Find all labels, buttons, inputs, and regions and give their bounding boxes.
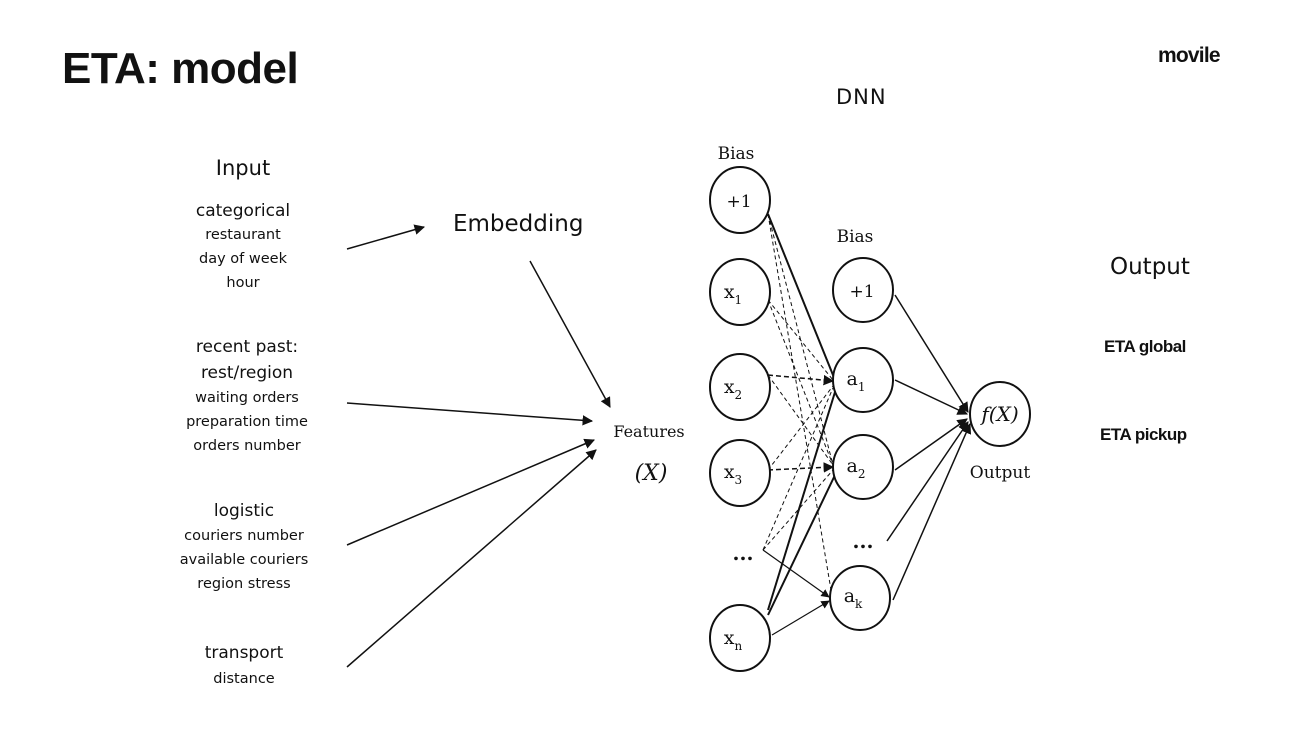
arrow-embedding-to-features: [529, 260, 611, 408]
input-arrows: [346, 224, 611, 668]
node-bias-input: [709, 166, 771, 234]
input-item: orders number: [193, 438, 301, 454]
features-label: Features: [613, 422, 684, 441]
connection: [767, 299, 834, 466]
connection: [767, 474, 836, 616]
connection: [767, 374, 835, 386]
input-item: region stress: [197, 576, 291, 592]
input-group-categorical: categorical restaurant day of week hour: [196, 199, 290, 295]
connection: [767, 213, 832, 591]
node-x3-label: x3: [724, 461, 742, 487]
slide-title: ETA: model: [62, 44, 299, 93]
node-x1: [709, 258, 771, 326]
input-group-logistic: logistic couriers number available couri…: [180, 498, 309, 596]
connection: [767, 385, 834, 471]
connection: [767, 213, 836, 381]
input-item: couriers number: [184, 528, 304, 544]
group-title: logistic: [213, 501, 275, 521]
node-a1: [832, 347, 894, 413]
output-caption: Output: [970, 463, 1031, 483]
node-a2-label: a2: [847, 455, 866, 481]
group-title: categorical: [195, 201, 291, 221]
connection: [767, 462, 835, 473]
brand-logo: movile: [1158, 44, 1221, 67]
layer1-connections: [762, 213, 836, 636]
node-ak-label: ak: [844, 585, 863, 611]
connection: [886, 421, 969, 542]
node-bias-hidden: [832, 257, 894, 323]
node-a1-label: a1: [847, 368, 866, 394]
input-ellipsis: ...: [733, 541, 754, 565]
embedding-label: Embedding: [453, 211, 584, 237]
bias-label-hidden: Bias: [837, 227, 874, 247]
input-item: waiting orders: [195, 390, 299, 406]
input-item: distance: [213, 671, 275, 687]
input-item: preparation time: [186, 414, 308, 430]
connection: [894, 379, 968, 415]
node-output: [969, 381, 1031, 447]
connection: [762, 549, 830, 598]
input-item: hour: [226, 275, 260, 291]
connection: [767, 299, 834, 381]
group-title: rest/region: [200, 363, 294, 383]
hidden-ellipsis: ...: [853, 529, 874, 553]
arrow-recent-to-features: [346, 402, 594, 426]
features-symbol: (X): [635, 461, 668, 486]
node-bias-input-label: +1: [726, 192, 751, 212]
input-group-recent-past: recent past: rest/region waiting orders …: [186, 334, 308, 458]
node-x2: [709, 353, 771, 421]
arrow-categorical-to-embedding: [346, 224, 426, 250]
dnn-label: DNN: [836, 85, 887, 109]
group-title: transport: [204, 643, 284, 663]
layer2-connections: [886, 294, 972, 601]
arrow-logistic-to-features: [346, 438, 595, 546]
input-group-transport: transport distance: [205, 639, 284, 691]
bias-label-input: Bias: [718, 144, 755, 164]
connection: [892, 423, 972, 601]
hidden-layer: [829, 257, 894, 631]
input-item: restaurant: [205, 227, 281, 243]
connection: [767, 374, 834, 466]
connection: [894, 294, 969, 413]
connection: [762, 469, 834, 551]
node-xn: [709, 604, 771, 672]
arrow-transport-to-features: [346, 449, 597, 668]
group-title: recent past:: [195, 337, 299, 357]
input-item: available couriers: [179, 552, 309, 568]
connection: [894, 418, 968, 471]
node-ak: [829, 565, 891, 631]
output-item-eta-pickup: ETA pickup: [1100, 425, 1187, 444]
node-bias-hidden-label: +1: [849, 282, 874, 302]
output-item-eta-global: ETA global: [1104, 337, 1186, 356]
input-header: Input: [215, 156, 271, 180]
connection: [762, 387, 834, 551]
node-x2-label: x2: [724, 376, 742, 402]
input-item: day of week: [199, 251, 287, 267]
node-x1-label: x1: [724, 281, 742, 307]
connection: [771, 600, 830, 636]
node-output-label: f(X): [979, 402, 1018, 426]
node-x3: [709, 439, 771, 507]
connection: [767, 391, 836, 611]
node-a2: [832, 434, 894, 500]
input-layer: [709, 166, 771, 672]
output-header: Output: [1110, 254, 1190, 280]
node-xn-label: xn: [724, 627, 743, 653]
